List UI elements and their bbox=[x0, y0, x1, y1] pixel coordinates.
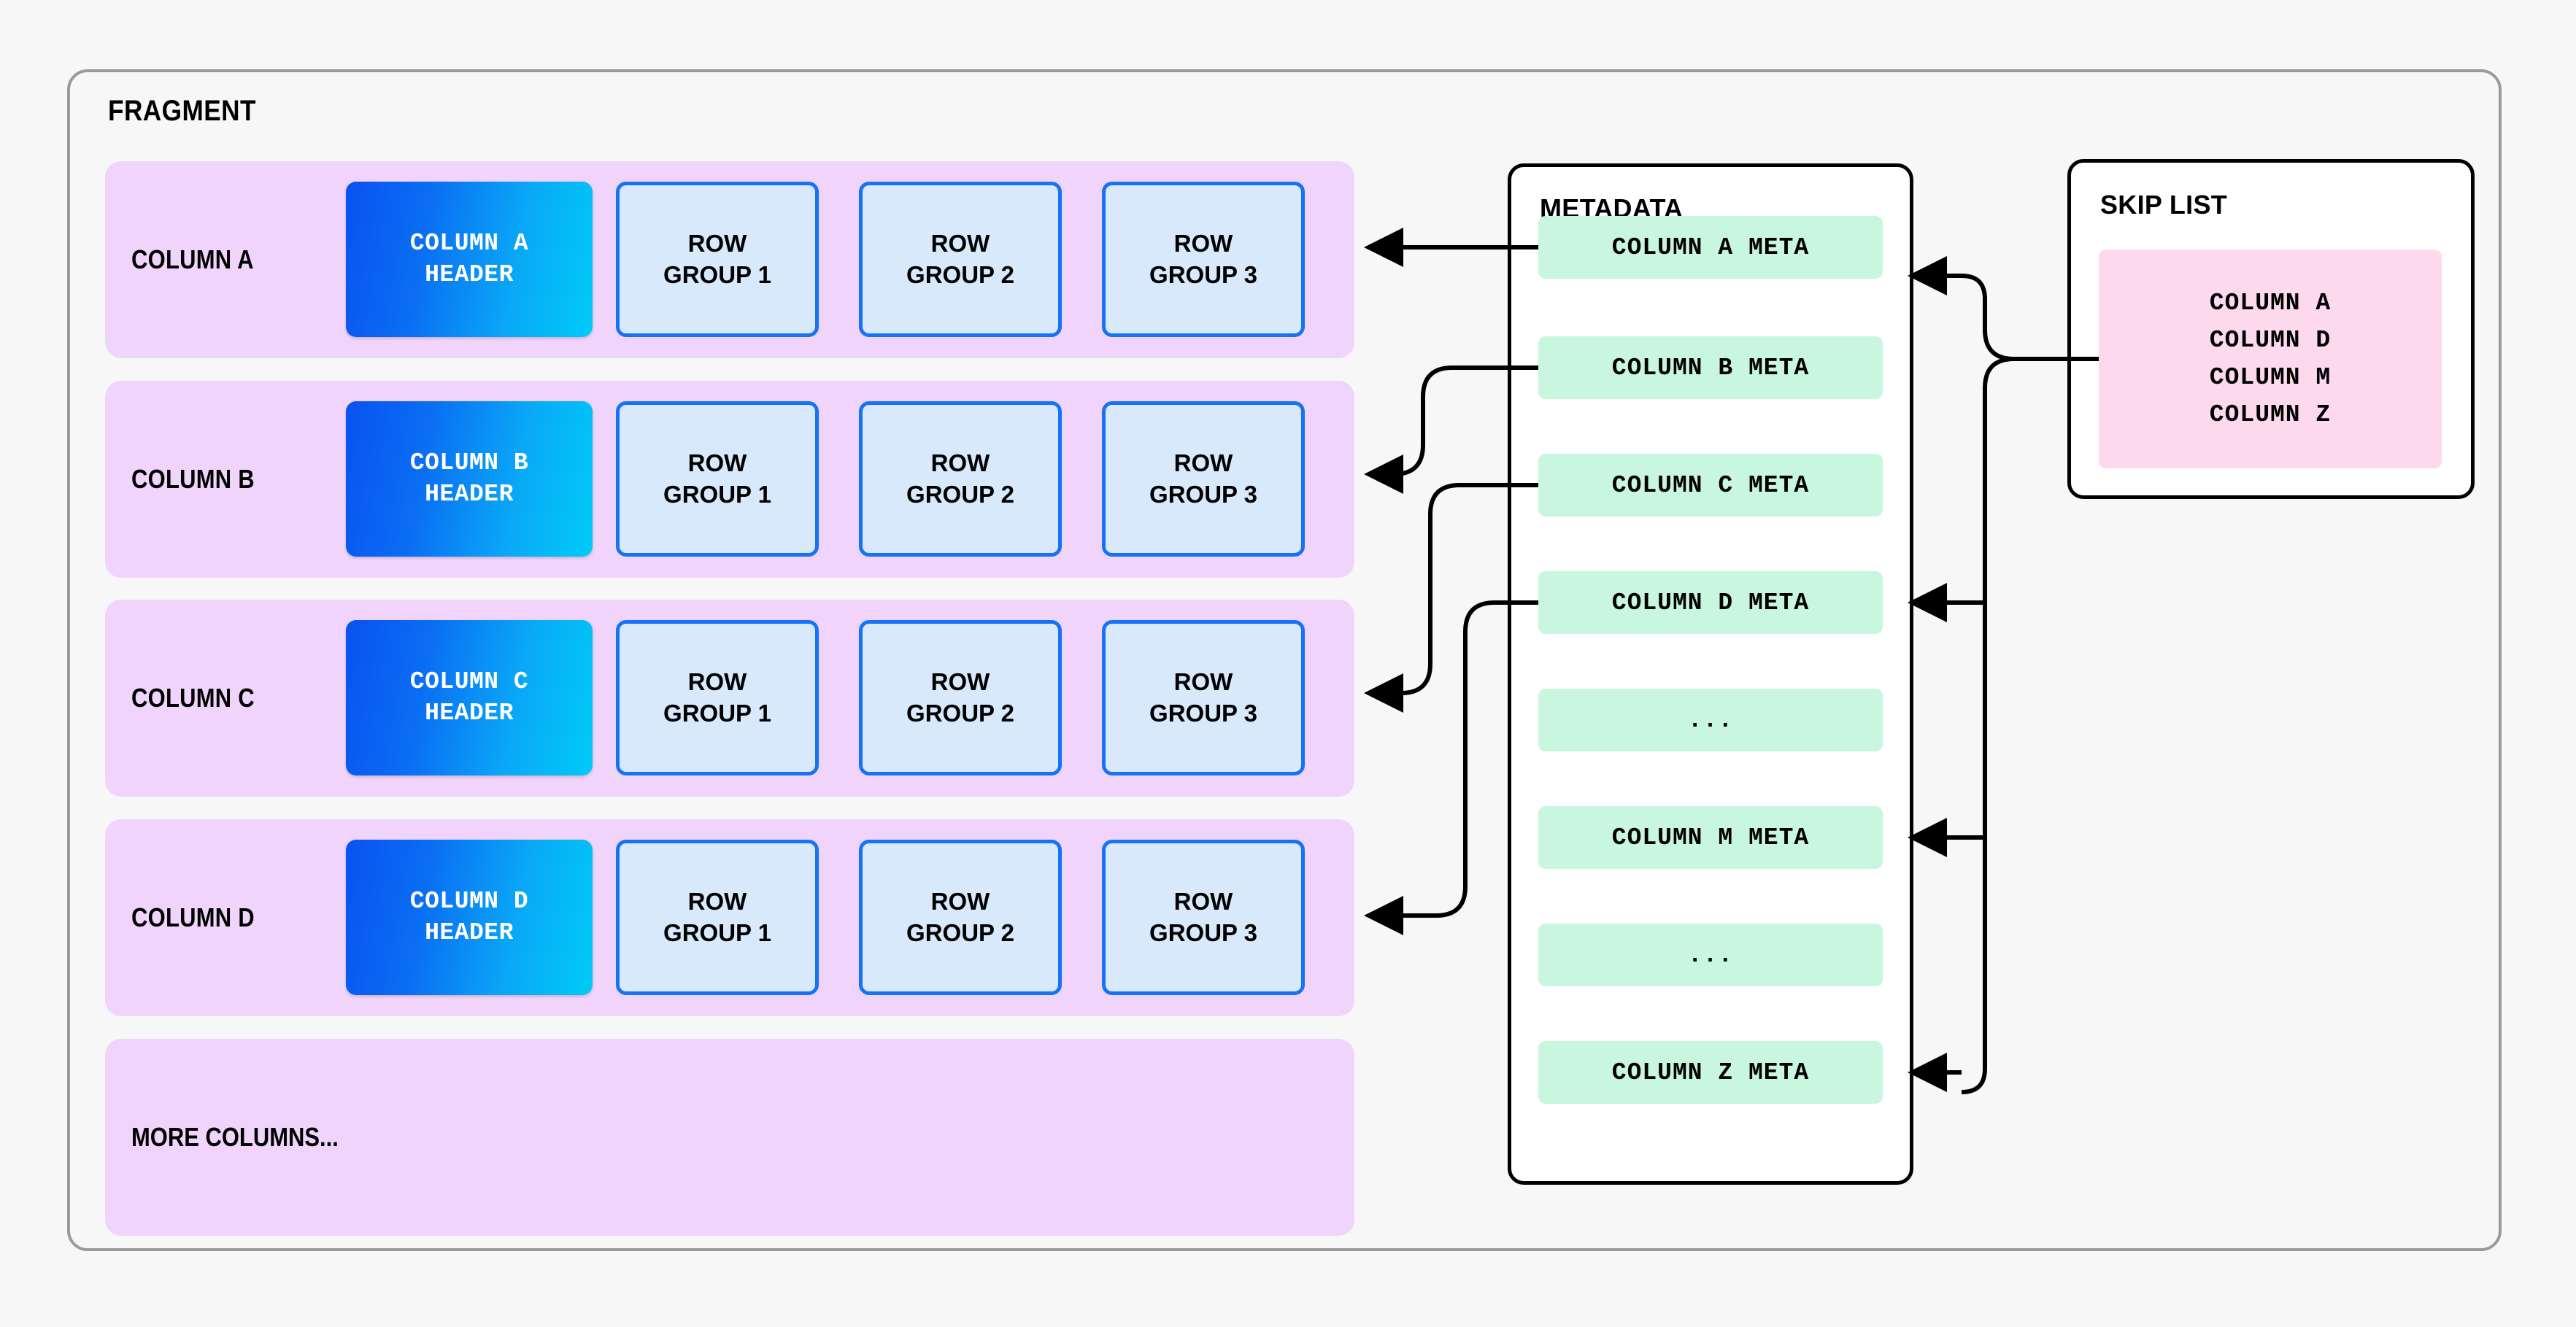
row-group-line2: GROUP 2 bbox=[906, 699, 1014, 727]
row-group-line1: ROW bbox=[687, 449, 747, 477]
row-group-line2: GROUP 3 bbox=[1149, 480, 1257, 508]
row-group-line1: ROW bbox=[687, 668, 747, 696]
skip-list-entries[interactable]: COLUMN A COLUMN D COLUMN M COLUMN Z bbox=[2099, 249, 2442, 468]
column-header-line1: COLUMN A bbox=[409, 230, 529, 258]
column-row-b[interactable]: COLUMN B COLUMN B HEADER ROW GROUP 1 ROW GR… bbox=[105, 381, 1354, 578]
row-group-line2: GROUP 2 bbox=[906, 480, 1014, 508]
row-group-line1: ROW bbox=[1173, 668, 1233, 696]
skip-list-title: SKIP LIST bbox=[2100, 190, 2228, 220]
row-group-box[interactable]: ROW GROUP 2 bbox=[859, 620, 1062, 775]
skip-list-entry: COLUMN M bbox=[2209, 364, 2332, 391]
column-label-d: COLUMN D bbox=[131, 902, 255, 932]
row-group-line1: ROW bbox=[1173, 888, 1233, 916]
metadata-item-column-a[interactable]: COLUMN A META bbox=[1538, 216, 1883, 279]
metadata-item-column-m[interactable]: COLUMN M META bbox=[1538, 806, 1883, 869]
more-columns-label: MORE COLUMNS... bbox=[131, 1122, 339, 1152]
metadata-item-column-z[interactable]: COLUMN Z META bbox=[1538, 1041, 1883, 1104]
row-group-line2: GROUP 3 bbox=[1149, 699, 1257, 727]
row-group-line1: ROW bbox=[687, 888, 747, 916]
metadata-item-ellipsis-1: ... bbox=[1538, 689, 1883, 751]
row-group-line2: GROUP 3 bbox=[1149, 918, 1257, 946]
row-group-box[interactable]: ROW GROUP 3 bbox=[1102, 401, 1305, 557]
column-header-line2: HEADER bbox=[425, 918, 514, 946]
column-header-chip-b[interactable]: COLUMN B HEADER bbox=[346, 401, 593, 557]
row-group-line1: ROW bbox=[930, 668, 990, 696]
metadata-item-ellipsis-2: ... bbox=[1538, 924, 1883, 986]
row-group-line2: GROUP 1 bbox=[663, 260, 771, 288]
column-label-b: COLUMN B bbox=[131, 464, 255, 494]
row-group-box[interactable]: ROW GROUP 1 bbox=[616, 620, 819, 775]
column-header-line2: HEADER bbox=[425, 699, 514, 727]
metadata-item-column-b[interactable]: COLUMN B META bbox=[1538, 336, 1883, 399]
fragment-title: FRAGMENT bbox=[108, 95, 256, 127]
row-group-line2: GROUP 2 bbox=[906, 260, 1014, 288]
column-header-line1: COLUMN C bbox=[409, 668, 529, 696]
metadata-panel bbox=[1508, 163, 1913, 1185]
row-group-line2: GROUP 1 bbox=[663, 480, 771, 508]
row-group-line2: GROUP 2 bbox=[906, 918, 1014, 946]
row-group-line1: ROW bbox=[930, 230, 990, 258]
column-header-line2: HEADER bbox=[425, 260, 514, 288]
row-group-line1: ROW bbox=[687, 230, 747, 258]
row-group-box[interactable]: ROW GROUP 2 bbox=[859, 401, 1062, 557]
skip-list-entry: COLUMN A bbox=[2209, 289, 2332, 317]
row-group-line2: GROUP 1 bbox=[663, 918, 771, 946]
column-header-chip-c[interactable]: COLUMN C HEADER bbox=[346, 620, 593, 775]
row-group-line1: ROW bbox=[1173, 230, 1233, 258]
column-label-a: COLUMN A bbox=[131, 244, 254, 274]
metadata-item-column-d[interactable]: COLUMN D META bbox=[1538, 571, 1883, 634]
row-group-line1: ROW bbox=[930, 888, 990, 916]
more-columns-row[interactable]: MORE COLUMNS... bbox=[105, 1039, 1354, 1236]
metadata-item-column-c[interactable]: COLUMN C META bbox=[1538, 454, 1883, 517]
column-label-c: COLUMN C bbox=[131, 683, 255, 713]
skip-list-entry: COLUMN D bbox=[2209, 326, 2332, 354]
row-group-line2: GROUP 3 bbox=[1149, 260, 1257, 288]
column-header-line1: COLUMN B bbox=[409, 449, 529, 477]
row-group-line1: ROW bbox=[930, 449, 990, 477]
column-row-c[interactable]: COLUMN C COLUMN C HEADER ROW GROUP 1 ROW GR… bbox=[105, 600, 1354, 797]
row-group-line2: GROUP 1 bbox=[663, 699, 771, 727]
row-group-box[interactable]: ROW GROUP 1 bbox=[616, 401, 819, 557]
row-group-box[interactable]: ROW GROUP 3 bbox=[1102, 620, 1305, 775]
column-header-line1: COLUMN D bbox=[409, 888, 529, 916]
skip-list-entry: COLUMN Z bbox=[2209, 401, 2332, 429]
row-group-line1: ROW bbox=[1173, 449, 1233, 477]
column-header-line2: HEADER bbox=[425, 480, 514, 508]
